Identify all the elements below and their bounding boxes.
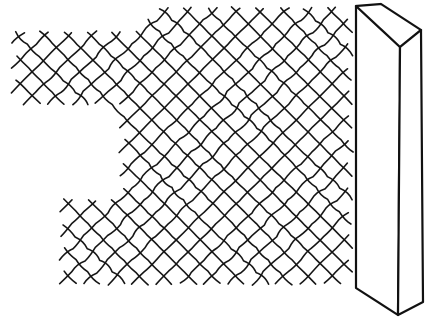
rectangular-block: [356, 4, 423, 315]
wire-mesh: [11, 7, 353, 285]
mesh-wire: [132, 69, 348, 284]
mesh-wire: [120, 8, 289, 176]
block-front-face: [356, 6, 400, 315]
mesh-wire: [60, 8, 312, 260]
mesh-wire: [156, 91, 349, 284]
mesh-wire: [160, 9, 353, 200]
mesh-wire: [228, 163, 347, 284]
mesh-wire: [232, 7, 352, 128]
mesh-wire: [300, 235, 348, 284]
mesh-wire: [88, 33, 341, 284]
block-side-face: [398, 30, 423, 315]
mesh-wire: [65, 32, 316, 284]
mesh-wire: [112, 200, 197, 284]
mesh-wire: [64, 199, 148, 285]
mesh-wire: [184, 8, 352, 176]
mesh-wire: [73, 8, 168, 105]
mesh-wire: [204, 141, 349, 284]
mesh-wire: [11, 33, 71, 93]
mesh-wire: [252, 188, 347, 285]
mesh-wire: [123, 164, 243, 284]
mesh-wire: [40, 31, 292, 285]
mesh-wire: [119, 9, 263, 153]
